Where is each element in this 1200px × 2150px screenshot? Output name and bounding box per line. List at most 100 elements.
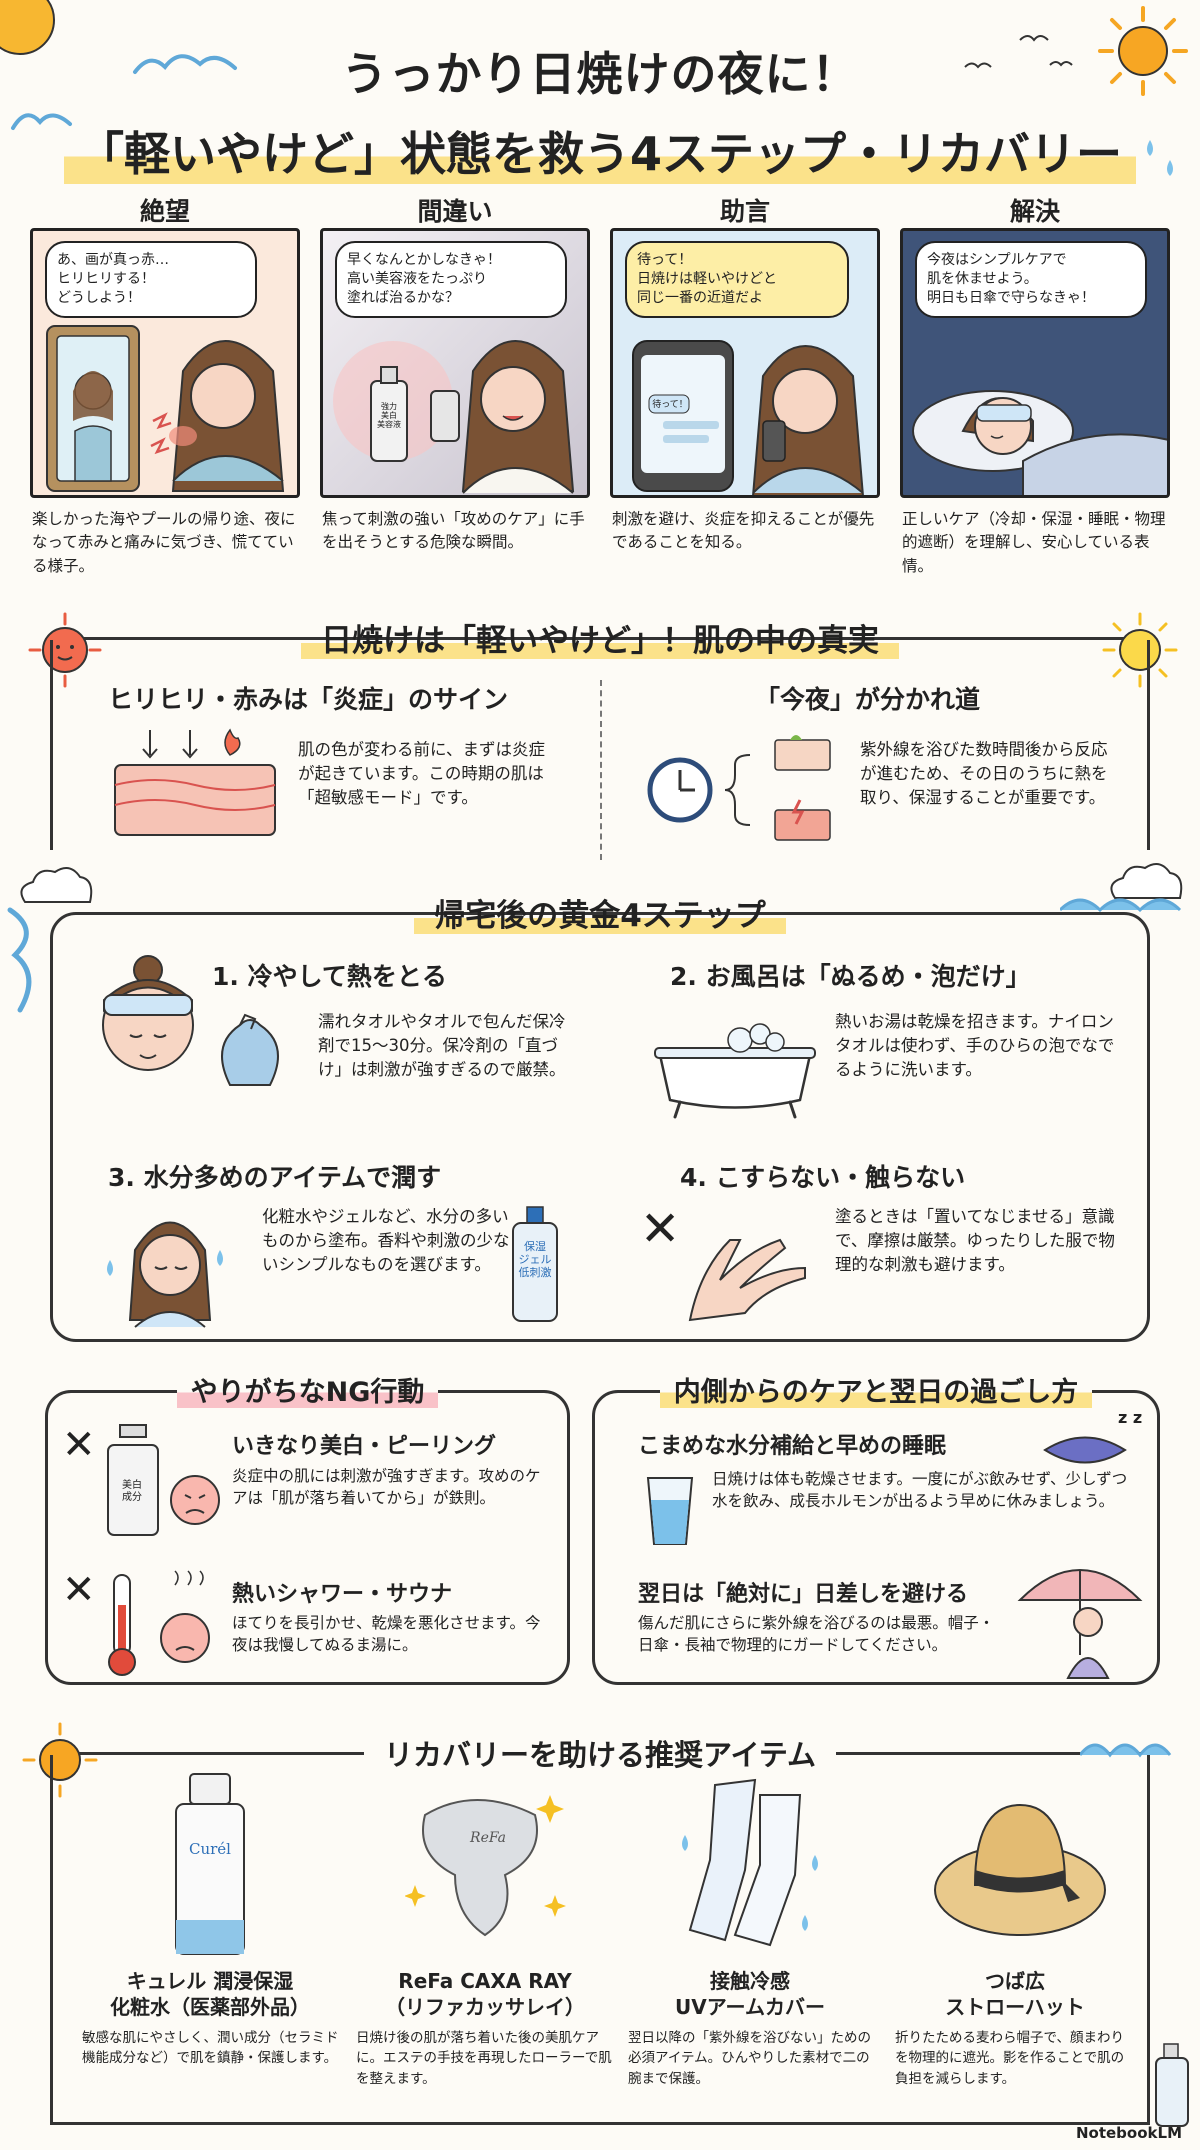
truth-left-heading: ヒリヒリ・赤みは「炎症」のサイン	[108, 685, 509, 714]
step-3-text: 化粧水やジェルなど、水分の多いものから塗布。香料や刺激の少ないシンプルなものを選…	[262, 1207, 510, 1274]
spray-bottle-icon	[1155, 2043, 1189, 2127]
title-line-2: 「軽いやけど」状態を救う4ステップ・リカバリー	[63, 118, 1136, 184]
speech-bubble: あ、画が真っ赤… ヒリヒリする！ どうしよう！	[45, 241, 257, 318]
product-4-text: 折りたためる麦わら帽子で、顔まわりを物理的に遮光。影を作ることで肌の負担を減らし…	[895, 2030, 1125, 2087]
page-title: うっかり日焼けの夜に！ 「軽いやけど」状態を救う4ステップ・リカバリー	[0, 38, 1200, 184]
smartphone-advice-illustration	[632, 340, 864, 495]
panel-frame: 今夜はシンプルケアで 肌を休ませよう。 明日も日傘で守らなきゃ！	[900, 228, 1170, 498]
ng-1-heading: いきなり美白・ピーリング	[232, 1434, 497, 1459]
step-2-text: 熱いお湯は乾燥を招きます。ナイロンタオルは使わず、手のひらの泡でなでるように洗い…	[835, 1012, 1115, 1079]
product-4-name: つば広 ストローハット	[945, 1969, 1085, 2019]
gel-bottle-label: 保湿 ジェル 低刺激	[518, 1240, 552, 1280]
arm-cover-illustration	[682, 1778, 818, 1947]
truth-left-text: 肌の色が変わる前に、まずは炎症が起きています。この時期の肌は「超敏感モード」です…	[298, 740, 546, 807]
phone-screen-text: 待って！	[652, 400, 688, 410]
ng-2-text: ほてりを長引かせ、乾燥を悪化させます。今夜は我慢してぬるま湯に。	[232, 1614, 541, 1655]
speech-bubble: 早くなんとかしなきゃ！ 高い美容液をたっぷり 塗れば治るかな？	[335, 241, 567, 318]
water-drop-icon	[1147, 140, 1173, 176]
product-1-name: キュレル 潤浸保湿 化粧水（医薬部外品）	[110, 1969, 310, 2019]
inner-1-heading: こまめな水分補給と早めの睡眠	[638, 1434, 947, 1459]
truth-section-title: 日焼けは「軽いやけど」！肌の中の真実	[0, 615, 1200, 660]
x-mark-icon: ✕	[62, 1567, 96, 1613]
panel-heading: 間違い	[417, 197, 493, 226]
product-1-text: 敏感な肌にやさしく、潤い成分（セラミド機能成分など）で肌を鎮静・保護します。	[82, 2030, 339, 2067]
section-border-left	[50, 1755, 53, 2125]
cloud-icon	[1110, 863, 1183, 899]
refa-logo: ReFa	[470, 1830, 506, 1846]
clock-icon	[647, 735, 831, 841]
panel-frame: 待って！ 日焼けは軽いやけどと 同じ一番の近道だよ 待って！	[610, 228, 880, 498]
birds-icon	[1019, 35, 1073, 67]
product-3-name: 接触冷感 UVアームカバー	[675, 1969, 825, 2019]
truth-right-text: 紫外線を浴びた数時間後から反応が進むため、その日のうちに熱を取り、保湿することが…	[860, 740, 1108, 807]
panel-heading: 解決	[1009, 197, 1060, 226]
x-mark-icon: ✕	[640, 1201, 681, 1257]
inner-1-text: 日焼けは体も乾燥させます。一度にがぶ飲みせず、少しずつ水を飲み、成長ホルモンが出…	[712, 1470, 1128, 1511]
skin-inflammation-icon	[114, 728, 276, 836]
woman-mirror-illustration	[46, 325, 285, 492]
inner-2-text: 傷んだ肌にさらに紫外線を浴びるのは最悪。帽子・日傘・長袖で物理的にガードしてくだ…	[638, 1614, 995, 1655]
brand-watermark: NotebookLM	[1075, 2124, 1182, 2142]
eye-mask-icon	[1043, 1436, 1127, 1464]
bathtub-icon	[654, 1023, 816, 1119]
bottle-label: 美白 成分	[122, 1480, 142, 1503]
items-section-title: リカバリーを助ける推奨アイテム	[0, 1732, 1200, 1774]
panel-frame: 早くなんとかしなきゃ！ 高い美容液をたっぷり 塗れば治るかな？ 強力 美白 美容…	[320, 228, 590, 498]
speech-bubble: 待って！ 日焼けは軽いやけどと 同じ一番の近道だよ	[625, 241, 849, 318]
wave-icon	[7, 907, 32, 1013]
woman-moisturizing-illustration	[107, 1221, 223, 1328]
product-3-text: 翌日以降の「紫外線を浴びない」ための必須アイテム。ひんやりした素材で二の腕まで保…	[628, 2030, 871, 2087]
inner-section-title: 内側からのケアと翌日の過ごし方	[592, 1370, 1160, 1409]
step-4-heading: 4. こすらない・触らない	[680, 1163, 966, 1192]
comic-panel-solution: 解決 今夜はシンプルケアで 肌を休ませよう。 明日も日傘で守らなきゃ！ 正しいケ…	[900, 192, 1170, 578]
panel-heading: 絶望	[139, 197, 190, 226]
inner-2-heading: 翌日は「絶対に」日差しを避ける	[638, 1582, 969, 1607]
sun-icon	[1102, 612, 1178, 688]
birds-icon	[964, 62, 992, 69]
section-split	[600, 680, 602, 860]
section-border-left	[50, 640, 53, 850]
gel-bottle-icon	[512, 1206, 558, 1322]
step-3-heading: 3. 水分多めのアイテムで潤す	[108, 1163, 442, 1192]
sun-icon	[1098, 6, 1188, 96]
ng-1-text: 炎症中の肌には刺激が強すぎます。攻めのケアは「肌が落ち着いてから」が鉄則。	[232, 1467, 541, 1508]
woman-phone-illustration	[333, 340, 575, 494]
sun-face-icon	[28, 612, 102, 688]
comic-panel-mistake: 間違い 早くなんとかしなきゃ！ 高い美容液をたっぷり 塗れば治るかな？ 強力 美…	[320, 192, 590, 555]
curel-logo: Curél	[189, 1840, 231, 1858]
wave-icon	[133, 54, 237, 74]
ng-2-heading: 熱いシャワー・サウナ	[232, 1582, 453, 1607]
panel-caption: 楽しかった海やプールの帰り途、夜になって赤みと痛みに気づき、慌てている様子。	[32, 510, 296, 575]
speech-bubble: 今夜はシンプルケアで 肌を休ませよう。 明日も日傘で守らなきゃ！	[915, 241, 1147, 318]
pump-bottle-illustration	[107, 1424, 220, 1536]
step-1-text: 濡れタオルやタオルで包んだ保冷剤で15〜30分。保冷剤の「直づけ」は刺激が強すぎ…	[318, 1012, 566, 1079]
section-border-right	[1147, 1755, 1150, 2125]
sun-icon	[22, 1722, 98, 1798]
panel-heading: 助言	[719, 197, 770, 226]
panel-caption: 焦って刺激の強い「攻めのケア」に手を出そうとする危険な瞬間。	[322, 510, 585, 552]
comic-panel-advice: 助言 待って！ 日焼けは軽いやけどと 同じ一番の近道だよ 待って！ 刺激を避け、…	[610, 192, 880, 555]
step-2-heading: 2. お風呂は「ぬるめ・泡だけ」	[670, 962, 1031, 991]
truth-right-heading: 「今夜」が分かれ道	[755, 685, 981, 714]
straw-hat-illustration	[934, 1803, 1106, 1936]
wave-icon	[1060, 898, 1182, 913]
wave-icon	[11, 113, 72, 130]
zzz-text: z z	[1118, 1408, 1143, 1427]
lotion-bottle-illustration	[175, 1773, 245, 1955]
x-mark-icon: ✕	[62, 1422, 96, 1468]
umbrella-woman-illustration	[1017, 1569, 1143, 1679]
comic-panel-despair: 絶望 あ、画が真っ赤… ヒリヒリする！ どうしよう！ 楽しかった海	[30, 192, 300, 578]
section-border-right	[1147, 640, 1150, 850]
product-2-text: 日焼け後の肌が落ち着いた後の美肌ケアに。エステの手技を再現したローラーで肌を整え…	[356, 2030, 612, 2087]
cloud-icon	[20, 867, 93, 903]
panel-caption: 正しいケア（冷却・保湿・睡眠・物理的遮断）を理解し、安心している表情。	[902, 510, 1166, 575]
sun-icon	[0, 0, 55, 55]
woman-sleeping-illustration	[912, 390, 1167, 495]
hands-icon	[688, 1238, 806, 1322]
wave-icon	[1080, 1743, 1172, 1758]
step-4-text: 塗るときは「置いてなじませる」意識で、摩擦は厳禁。ゆったりした服で物理的な刺激も…	[835, 1207, 1115, 1274]
step-1-heading: 1. 冷やして熱をとる	[212, 962, 447, 991]
bottle-label: 強力 美白 美容液	[377, 402, 401, 429]
ng-section-title: やりがちなNG行動	[45, 1370, 570, 1409]
